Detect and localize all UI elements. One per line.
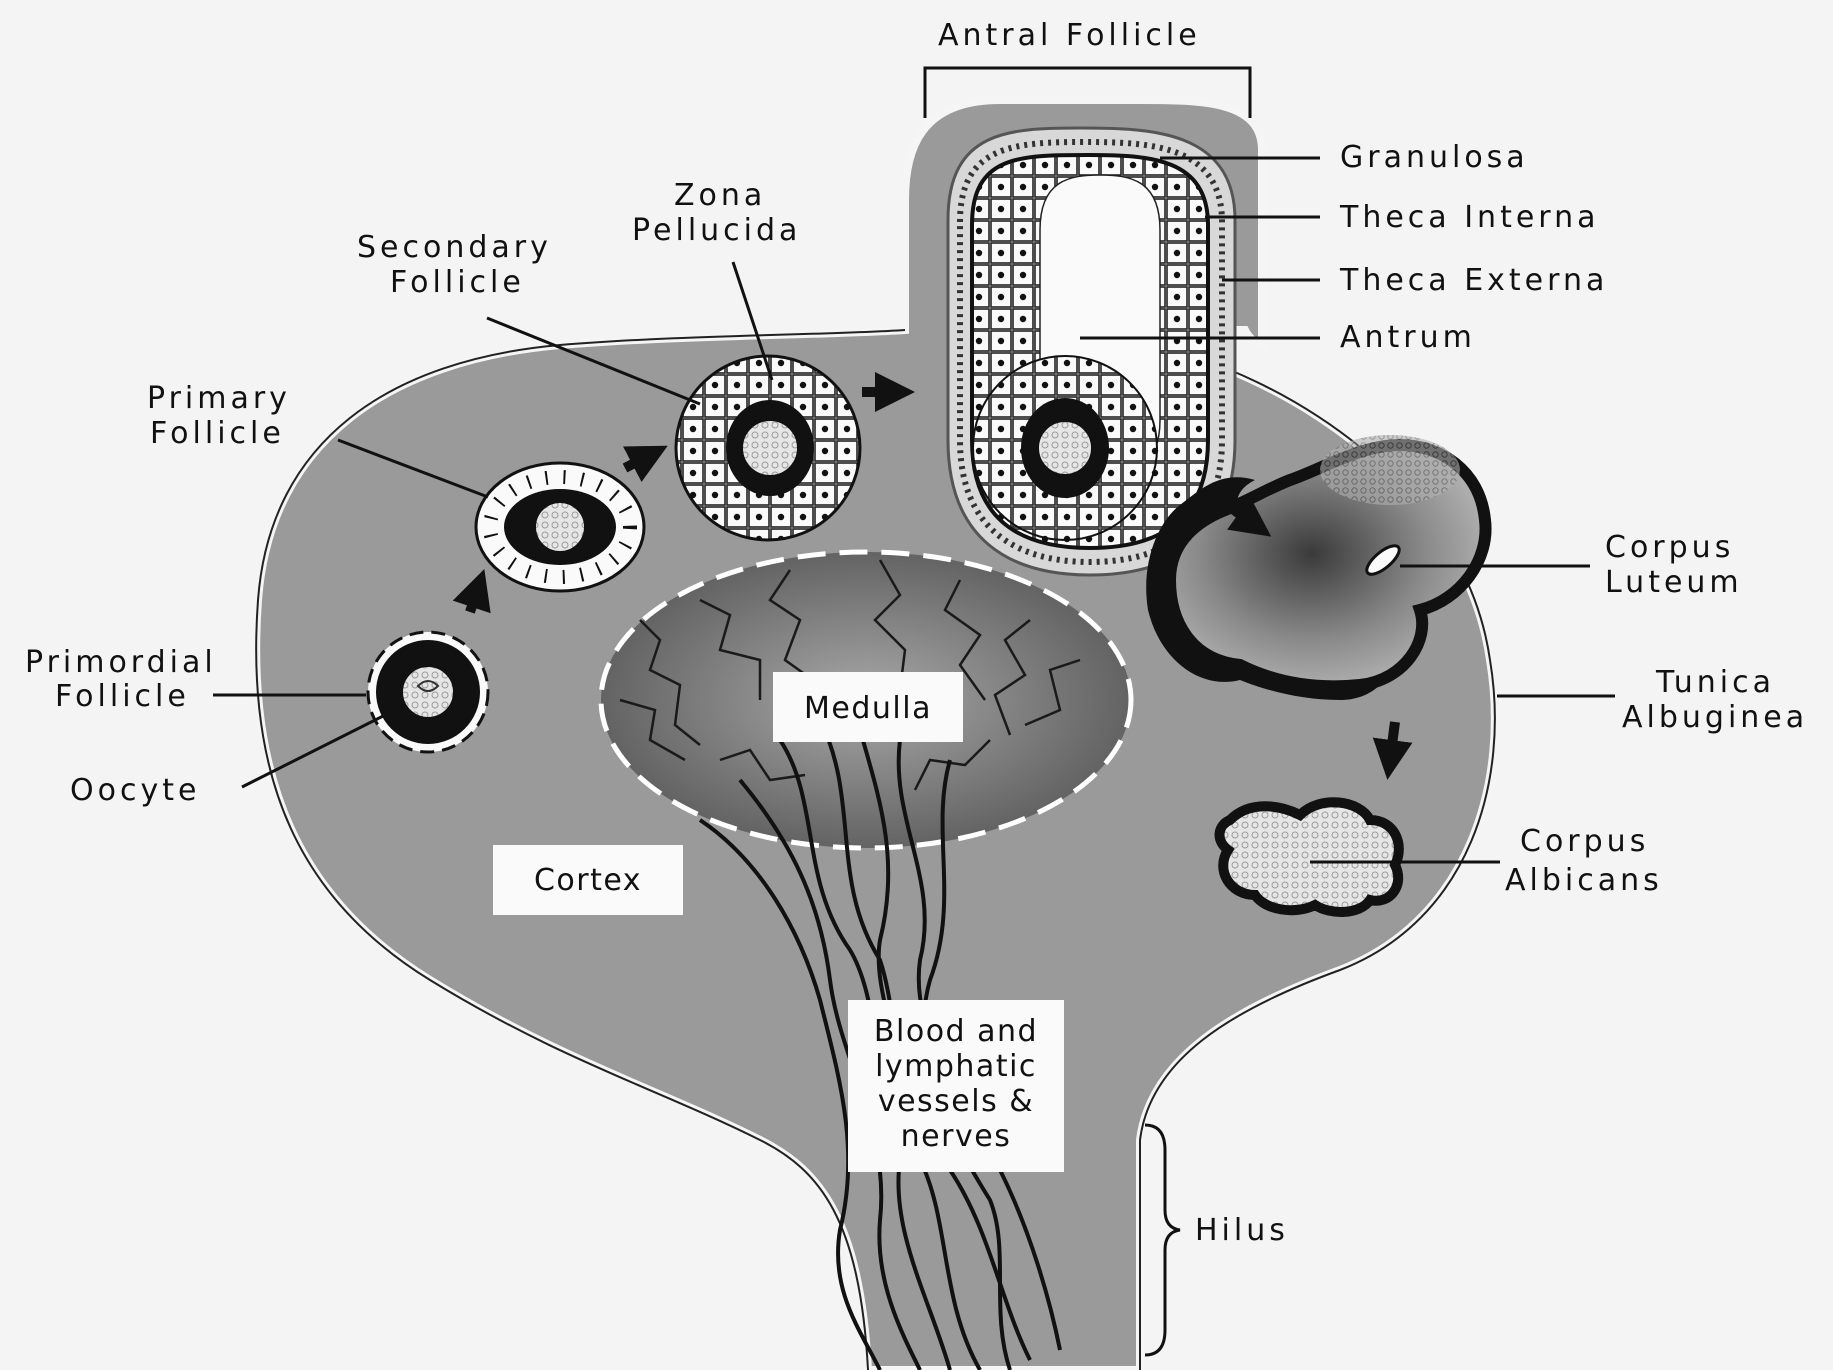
label-corpus-luteum-2: Luteum — [1605, 565, 1743, 600]
label-vessels-1: Blood and — [874, 1014, 1038, 1049]
label-theca-externa: Theca Externa — [1339, 263, 1608, 298]
label-hilus: Hilus — [1195, 1213, 1289, 1248]
label-cortex: Cortex — [534, 863, 642, 898]
label-corpus-albicans-1: Corpus — [1520, 824, 1649, 859]
label-vessels-4: nerves — [901, 1119, 1012, 1154]
secondary-follicle — [676, 356, 860, 540]
label-antrum: Antrum — [1340, 320, 1476, 355]
label-primary-follicle-1: Primary — [147, 381, 291, 416]
label-zona-pellucida-1: Zona — [674, 178, 766, 213]
label-vessels-2: lymphatic — [875, 1049, 1037, 1084]
hilus-brace — [1145, 1125, 1180, 1355]
label-theca-interna: Theca Interna — [1339, 200, 1600, 235]
label-secondary-follicle-1: Secondary — [357, 230, 552, 265]
label-tunica-albuginea-1: Tunica — [1655, 665, 1775, 700]
primordial-follicle — [368, 632, 488, 752]
label-secondary-follicle-2: Follicle — [390, 265, 525, 300]
primary-follicle — [476, 463, 644, 591]
label-primordial-follicle-1: Primordial — [25, 645, 217, 680]
label-medulla: Medulla — [804, 691, 932, 726]
label-primary-follicle-2: Follicle — [150, 416, 285, 451]
label-antral-follicle: Antral Follicle — [938, 18, 1201, 53]
label-tunica-albuginea-2: Albuginea — [1622, 700, 1808, 735]
label-granulosa: Granulosa — [1340, 140, 1529, 175]
label-corpus-luteum-1: Corpus — [1605, 530, 1734, 565]
label-corpus-albicans-2: Albicans — [1505, 863, 1663, 898]
label-zona-pellucida-2: Pellucida — [632, 213, 801, 248]
corpus-albicans — [1220, 802, 1399, 912]
label-oocyte: Oocyte — [70, 773, 200, 808]
label-primordial-follicle-2: Follicle — [55, 679, 190, 714]
label-vessels-3: vessels & — [878, 1084, 1034, 1119]
